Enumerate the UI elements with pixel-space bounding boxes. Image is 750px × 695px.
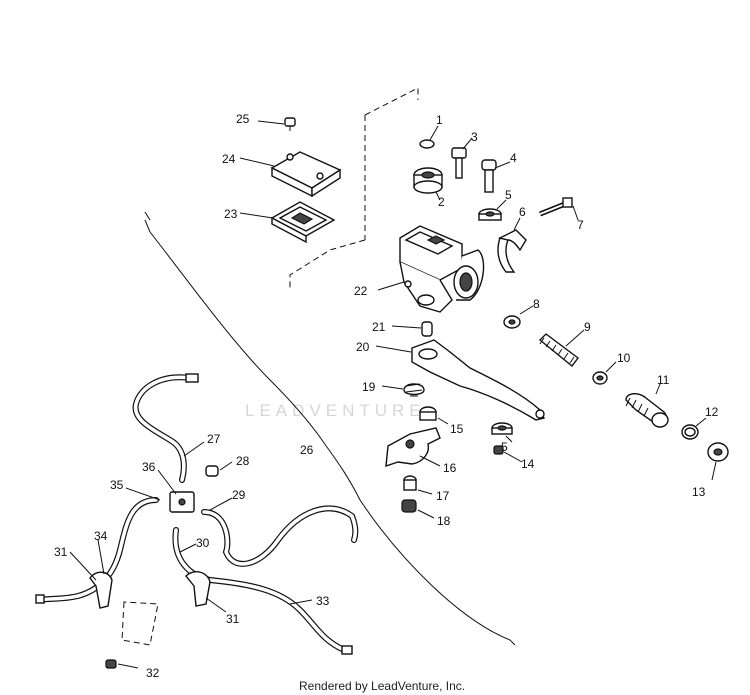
part-16-brake-switch-bracket [385,427,441,468]
part-32-mount-phantom [121,601,159,646]
part-15-nut [419,406,449,425]
part-5-bushing-upper [478,199,507,221]
part-19-spring [381,383,425,397]
part-9-piston-boot [538,329,585,368]
part-4-pin [481,159,511,193]
part-22-master-cylinder-body [377,225,485,313]
callout-24: 24 [222,152,236,166]
part-25-screw [257,117,296,131]
callout-1: 1 [436,113,443,127]
callout-11: 11 [657,373,670,387]
part-1-washer [419,125,439,149]
callout-26: 26 [300,443,314,457]
part-18-bolt [401,499,435,519]
part-31-hose-clamp-right [185,571,211,607]
callout-4: 4 [510,151,517,165]
callout-31-left: 31 [54,545,68,559]
part-13-end-cap [707,442,729,481]
part-24-reservoir-cover [239,151,342,198]
callout-23: 23 [224,207,238,221]
callout-8: 8 [533,297,540,311]
callout-32: 32 [146,666,160,680]
part-14-screw [493,445,523,463]
part-5-bushing-lower [491,422,513,443]
part-12-snap-ring [681,417,707,440]
callout-20: 20 [356,340,370,354]
render-credit: Rendered by LeadVenture, Inc. [299,679,465,693]
callout-3: 3 [471,130,478,144]
callout-10: 10 [617,351,631,365]
part-6-handlebar-clamp [497,217,527,273]
part-21-plunger [391,321,433,337]
callout-12: 12 [705,405,719,419]
callout-18: 18 [437,514,451,528]
callout-2: 2 [438,195,445,209]
part-20-brake-lever [375,339,546,421]
callout-13: 13 [692,485,706,499]
callout-22: 22 [354,284,368,298]
section-divider-line [144,219,516,646]
brake-hose-assembly [35,373,359,669]
callout-33: 33 [316,594,330,608]
part-8-seal [503,305,534,329]
callout-5: 5 [505,188,512,202]
part-3-bolt [451,137,473,179]
callout-29: 29 [232,488,246,502]
callout-5-lower: 5 [501,440,508,454]
part-10-washer [592,361,617,385]
callout-16: 16 [443,461,457,475]
callout-7: 7 [577,218,584,232]
part-28-fitting [205,465,219,477]
part-11-piston-assembly [625,383,669,428]
callout-14: 14 [521,457,535,471]
callout-21: 21 [372,320,386,334]
callout-36: 36 [142,460,156,474]
callout-25: 25 [236,112,250,126]
callout-19: 19 [362,380,376,394]
callout-30: 30 [196,536,210,550]
callout-15: 15 [450,422,464,436]
callout-17: 17 [436,489,450,503]
part-23-diaphragm [239,201,336,244]
callout-28: 28 [236,454,250,468]
callout-labels: 1 2 3 4 5 6 7 8 9 10 11 12 13 14 15 16 1… [54,112,719,680]
part-7-screw [539,197,579,221]
part-2-fitting [413,167,443,201]
reservoir-phantom-outline [289,87,419,290]
callout-6: 6 [519,205,526,219]
callout-34: 34 [94,529,108,543]
section-divider-line-top [144,211,151,221]
callout-35: 35 [110,478,124,492]
callout-27: 27 [207,432,221,446]
part-17-brake-switch [403,475,433,495]
part-31-hose-clamp-left [89,571,113,609]
callout-31-right: 31 [226,612,240,626]
watermark: LEADVENTURE [245,401,426,420]
callout-9: 9 [584,320,591,334]
part-32-screw [105,659,117,669]
